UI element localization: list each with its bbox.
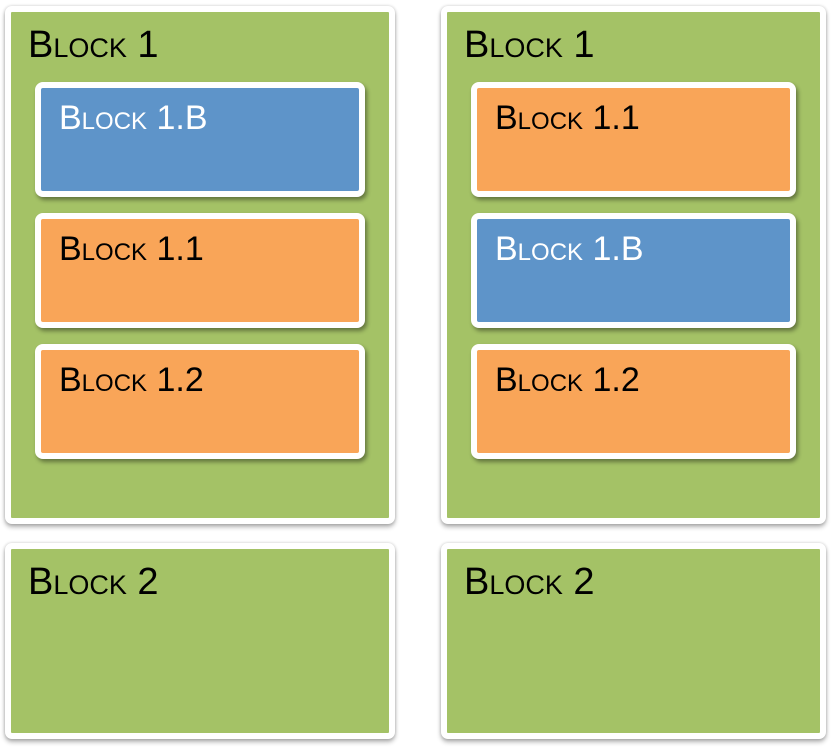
column-right: Block 1 Block 1.1 Block 1.B Block 1.2 Bl… [441, 6, 826, 739]
nested-block-label: Block 1.2 [495, 360, 640, 399]
block-1-title: Block 1 [28, 24, 159, 66]
block-1-container-left: Block 1 Block 1.B Block 1.1 Block 1.2 [5, 6, 395, 524]
nested-block-label: Block 1.2 [59, 360, 204, 399]
nested-block-1b: Block 1.B [471, 212, 796, 328]
block-2-container-right: Block 2 [441, 543, 826, 739]
block-2-title: Block 2 [464, 561, 595, 603]
nested-block-label: Block 1.1 [59, 229, 204, 268]
nested-block-label: Block 1.B [59, 98, 208, 137]
nested-block-label: Block 1.B [495, 229, 644, 268]
nested-block-label: Block 1.1 [495, 98, 640, 137]
nested-block-12: Block 1.2 [471, 343, 796, 459]
column-left: Block 1 Block 1.B Block 1.1 Block 1.2 Bl… [5, 6, 395, 739]
block-1-container-right: Block 1 Block 1.1 Block 1.B Block 1.2 [441, 6, 826, 524]
block-2-container-left: Block 2 [5, 543, 395, 739]
nested-block-11: Block 1.1 [471, 81, 796, 197]
nested-block-1b: Block 1.B [35, 81, 365, 197]
nested-block-12: Block 1.2 [35, 343, 365, 459]
block-2-title: Block 2 [28, 561, 159, 603]
nested-block-11: Block 1.1 [35, 212, 365, 328]
block-1-title: Block 1 [464, 24, 595, 66]
